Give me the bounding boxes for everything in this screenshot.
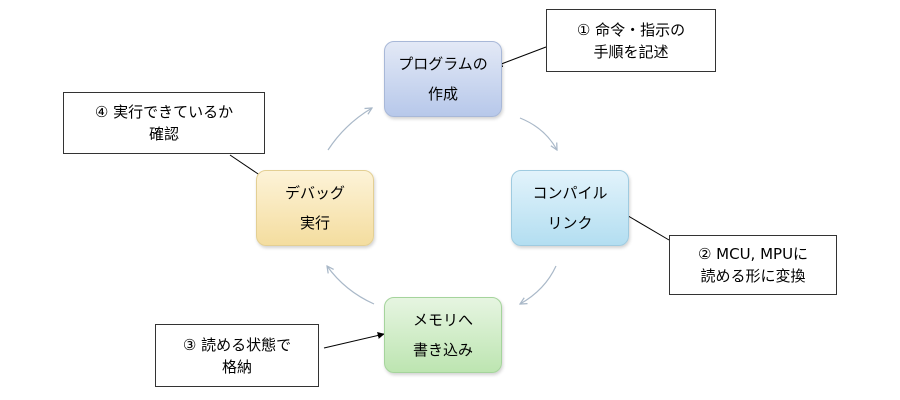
cycle-arrow-debug-to-create bbox=[327, 108, 372, 151]
node-label-line1: プログラムの bbox=[398, 55, 488, 73]
node-compile-link: コンパイル リンク bbox=[511, 170, 629, 246]
note-step2: ② MCU, MPUに 読める形に変換 bbox=[669, 235, 837, 295]
node-label-line2: 書き込み bbox=[412, 341, 473, 359]
node-label-line2: 作成 bbox=[427, 85, 458, 103]
node-label-line2: 実行 bbox=[299, 214, 330, 232]
cycle-arrow-memory-to-debug bbox=[327, 266, 375, 305]
node-label-line1: デバッグ bbox=[284, 184, 345, 202]
cycle-arrow-compile-to-memory bbox=[520, 265, 557, 304]
note-step3: ③ 読める状態で 格納 bbox=[155, 324, 319, 387]
note-step4: ④ 実行できているか 確認 bbox=[63, 92, 265, 154]
node-label-line1: メモリへ bbox=[412, 311, 473, 329]
note-text-line1: ② MCU, MPUに bbox=[697, 245, 809, 263]
node-label-line2: リンク bbox=[547, 214, 593, 232]
callout-arrow-step1 bbox=[495, 46, 547, 68]
note-text-line1: ① 命令・指示の bbox=[576, 20, 686, 39]
note-text-line2: 読める形に変換 bbox=[700, 267, 806, 285]
cycle-arrow-create-to-compile bbox=[519, 117, 557, 150]
note-text-line2: 確認 bbox=[148, 125, 179, 143]
note-text-line1: ③ 読める状態で bbox=[182, 335, 292, 354]
node-label-line1: コンパイル bbox=[532, 184, 608, 202]
node-program-creation: プログラムの 作成 bbox=[384, 41, 502, 117]
note-step1: ① 命令・指示の 手順を記述 bbox=[546, 9, 716, 72]
note-text-line2: 格納 bbox=[221, 357, 252, 376]
node-debug-run: デバッグ 実行 bbox=[256, 170, 374, 246]
note-text-line1: ④ 実行できているか bbox=[94, 103, 234, 121]
callout-arrow-step3 bbox=[323, 332, 385, 349]
note-text-line2: 手順を記述 bbox=[593, 42, 669, 61]
node-memory-write: メモリへ 書き込み bbox=[384, 297, 502, 373]
